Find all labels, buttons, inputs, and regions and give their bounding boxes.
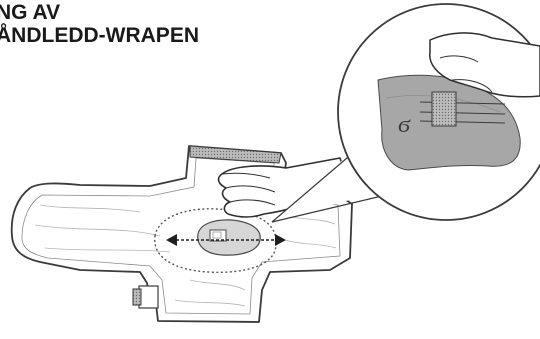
strap-buckle <box>133 286 158 308</box>
logo-mark-icon: ϭ <box>398 110 411 138</box>
detail-callout: ϭ <box>338 4 540 220</box>
thumb-pad <box>198 220 261 255</box>
